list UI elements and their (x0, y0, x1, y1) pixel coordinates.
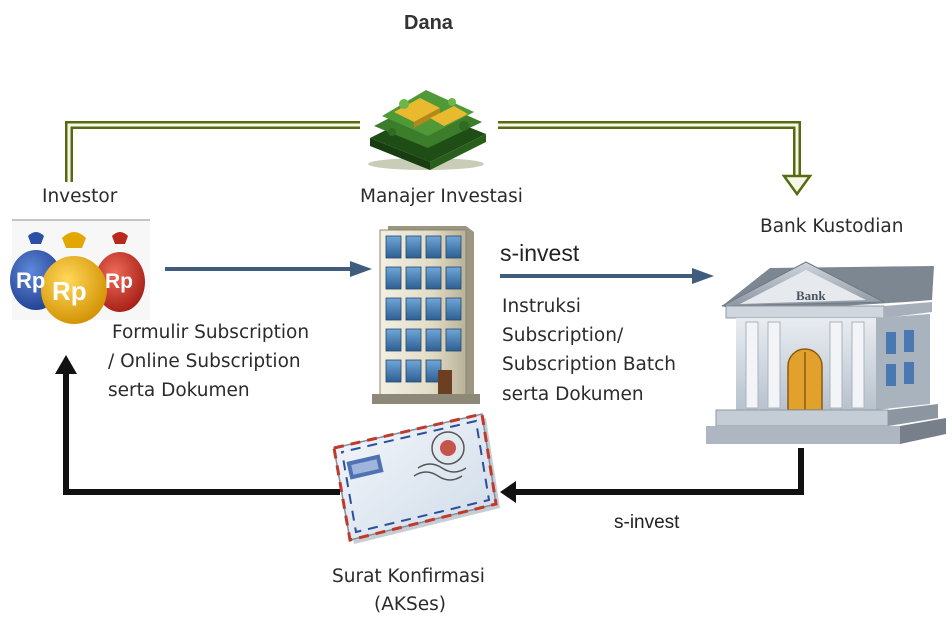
building-window (385, 235, 402, 259)
building-window (385, 328, 402, 352)
edge-label-line2: / Online Subscription (108, 351, 301, 372)
s-invest-label-top: s-invest (500, 240, 580, 266)
manager-to-bank-arrow (500, 268, 714, 284)
fund-flow-arrow (65, 121, 813, 197)
building-windows (385, 235, 462, 383)
building-window (425, 235, 442, 259)
letter-label-line2: (AKSes) (374, 594, 446, 615)
building-window (425, 297, 442, 321)
letter-label-line1: Surat Konfirmasi (332, 566, 485, 587)
red-money-bag-icon (95, 232, 145, 312)
building-window (425, 328, 442, 352)
building-window (385, 266, 402, 290)
bag-label-left: Rp (16, 268, 46, 293)
edge-label-line1: Formulir Subscription (112, 322, 310, 343)
investor-label: Investor (42, 186, 118, 207)
building-window (405, 266, 422, 290)
instruction-line1: Instruksi (502, 296, 581, 317)
building-window (405, 359, 422, 383)
gold-money-bag-icon (41, 232, 107, 324)
money-bags-icon (10, 219, 150, 324)
instruction-line2: Subscription/ (502, 325, 624, 346)
building-window (385, 359, 402, 383)
investor-to-manager-arrow (165, 261, 372, 277)
bag-label-right: Rp (105, 270, 133, 293)
diagram-title: Dana (404, 12, 453, 34)
building-window (445, 328, 462, 352)
bag-label-center: Rp (52, 276, 87, 306)
instruction-line3: Subscription Batch (502, 354, 677, 375)
building-window (405, 297, 422, 321)
building-window (405, 328, 422, 352)
building-window (405, 235, 422, 259)
building-window (445, 266, 462, 290)
confirmation-flow-arrow (55, 355, 804, 503)
envelope-icon (332, 412, 500, 544)
instruction-line4: serta Dokumen (502, 384, 644, 405)
building-window (445, 297, 462, 321)
money-stack-icon (368, 90, 486, 170)
bank-sign: Bank (796, 288, 826, 303)
s-invest-label-bottom: s-invest (614, 512, 680, 533)
building-window (445, 235, 462, 259)
office-building-icon (372, 226, 480, 404)
building-window (425, 266, 442, 290)
bank-building-icon: Bank (706, 261, 946, 444)
manager-label: Manajer Investasi (360, 186, 523, 207)
building-window (385, 297, 402, 321)
edge-label-line3: serta Dokumen (108, 380, 250, 401)
bank-label: Bank Kustodian (760, 216, 904, 237)
